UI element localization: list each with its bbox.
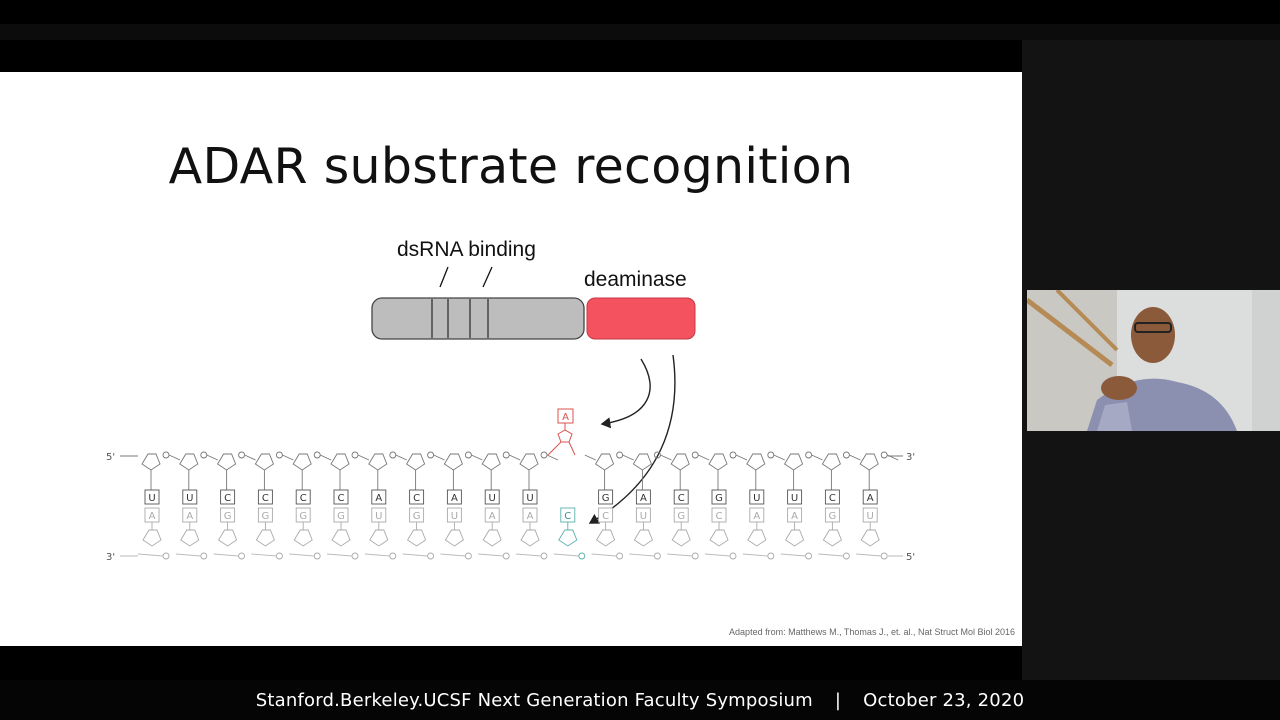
top-base-letter: A	[640, 493, 647, 504]
top-base-letter: U	[791, 493, 798, 504]
deaminase-label: deaminase	[584, 268, 687, 291]
bottom-base-letter: C	[602, 511, 609, 522]
bottom-base-letter: G	[337, 511, 345, 522]
top-base-letter: A	[867, 493, 874, 504]
bottom-base-letter: G	[224, 511, 232, 522]
top-base-box	[484, 489, 500, 505]
top-base-letter: A	[375, 493, 382, 504]
bottom-base-letter: G	[299, 511, 307, 522]
top-base-box	[371, 489, 387, 505]
top-base-box	[144, 489, 160, 505]
top-base-box	[182, 489, 198, 505]
dsrna-binding-label: dsRNA binding	[397, 238, 536, 261]
top-base-box	[673, 489, 689, 505]
slide-citation: Adapted from: Matthews M., Thomas J., et…	[729, 627, 1015, 637]
presentation-slide: ADAR substrate recognition dsRNA binding…	[0, 72, 1022, 646]
dsrna-pointer-1	[439, 266, 449, 288]
top-base-letter: C	[224, 493, 231, 504]
event-caption: Stanford.Berkeley.UCSF Next Generation F…	[0, 690, 1280, 711]
top-base-box	[220, 489, 236, 505]
top-base-box	[824, 489, 840, 505]
top-base-box	[295, 489, 311, 505]
top-base-letter: G	[602, 493, 610, 504]
top-base-box	[446, 489, 462, 505]
top-base-letter: U	[753, 493, 760, 504]
top-base-box	[598, 489, 614, 505]
top-base-letter: U	[526, 493, 533, 504]
top-base-letter: U	[148, 493, 155, 504]
bottom-base-letter: A	[489, 511, 496, 522]
top-base-box	[635, 489, 651, 505]
dsrna-pointer-2	[482, 266, 493, 288]
bottom-base-letter: A	[791, 511, 798, 522]
bottom-base-letter: G	[413, 511, 421, 522]
top-base-box	[787, 489, 803, 505]
top-base-box	[862, 489, 878, 505]
bottom-base-letter: C	[716, 511, 723, 522]
bottom-base-letter: C	[564, 511, 571, 522]
bottom-base-letter: U	[867, 511, 874, 522]
top-letterbox	[0, 0, 1280, 24]
top-base-letter: U	[489, 493, 496, 504]
top-base-letter: C	[300, 493, 307, 504]
bottom-base-letter: A	[149, 511, 156, 522]
bottom-base-letter: U	[451, 511, 458, 522]
top-base-box	[409, 489, 425, 505]
flipped-base-letter: A	[562, 412, 569, 423]
bottom-strand-5-end: 5'	[906, 552, 915, 563]
top-base-letter: C	[262, 493, 269, 504]
top-strand-5-end: 5'	[106, 452, 115, 463]
bottom-strand-3-end: 3'	[106, 552, 115, 563]
top-base-letter: C	[678, 493, 685, 504]
top-base-box	[711, 489, 727, 505]
bottom-base-letter: A	[753, 511, 760, 522]
bottom-base-letter: U	[375, 511, 382, 522]
bottom-base-letter: U	[640, 511, 647, 522]
slide-title: ADAR substrate recognition	[168, 138, 854, 195]
bottom-base-letter: G	[262, 511, 270, 522]
flipped-adenosine: A	[547, 408, 576, 456]
top-base-box	[333, 489, 349, 505]
top-base-letter: U	[186, 493, 193, 504]
top-base-box	[522, 489, 538, 505]
bottom-base-letter: A	[186, 511, 193, 522]
top-base-box	[257, 489, 273, 505]
bottom-base-letter: G	[829, 511, 837, 522]
presenter-video-icon	[1027, 290, 1280, 431]
top-base-letter: A	[451, 493, 458, 504]
top-base-letter: C	[829, 493, 836, 504]
top-strand-3-end: 3'	[906, 452, 915, 463]
event-date: October 23, 2020	[863, 690, 1025, 711]
top-base-letter: C	[413, 493, 420, 504]
bottom-base-letter: G	[677, 511, 685, 522]
event-name: Stanford.Berkeley.UCSF Next Generation F…	[255, 690, 813, 711]
arrow-to-partner-base	[588, 354, 676, 524]
bottom-base-letter: A	[527, 511, 534, 522]
arrow-to-flipped-base	[600, 358, 651, 429]
dsrna-binding-domain	[371, 297, 585, 340]
top-base-letter: C	[338, 493, 345, 504]
caption-separator: |	[834, 690, 842, 711]
deaminase-domain	[586, 297, 696, 340]
footer-bar	[0, 680, 1280, 720]
presenter-webcam	[1027, 290, 1280, 431]
top-base-letter: G	[715, 493, 723, 504]
top-letterbox-strip	[0, 24, 1280, 40]
top-base-box	[749, 489, 765, 505]
